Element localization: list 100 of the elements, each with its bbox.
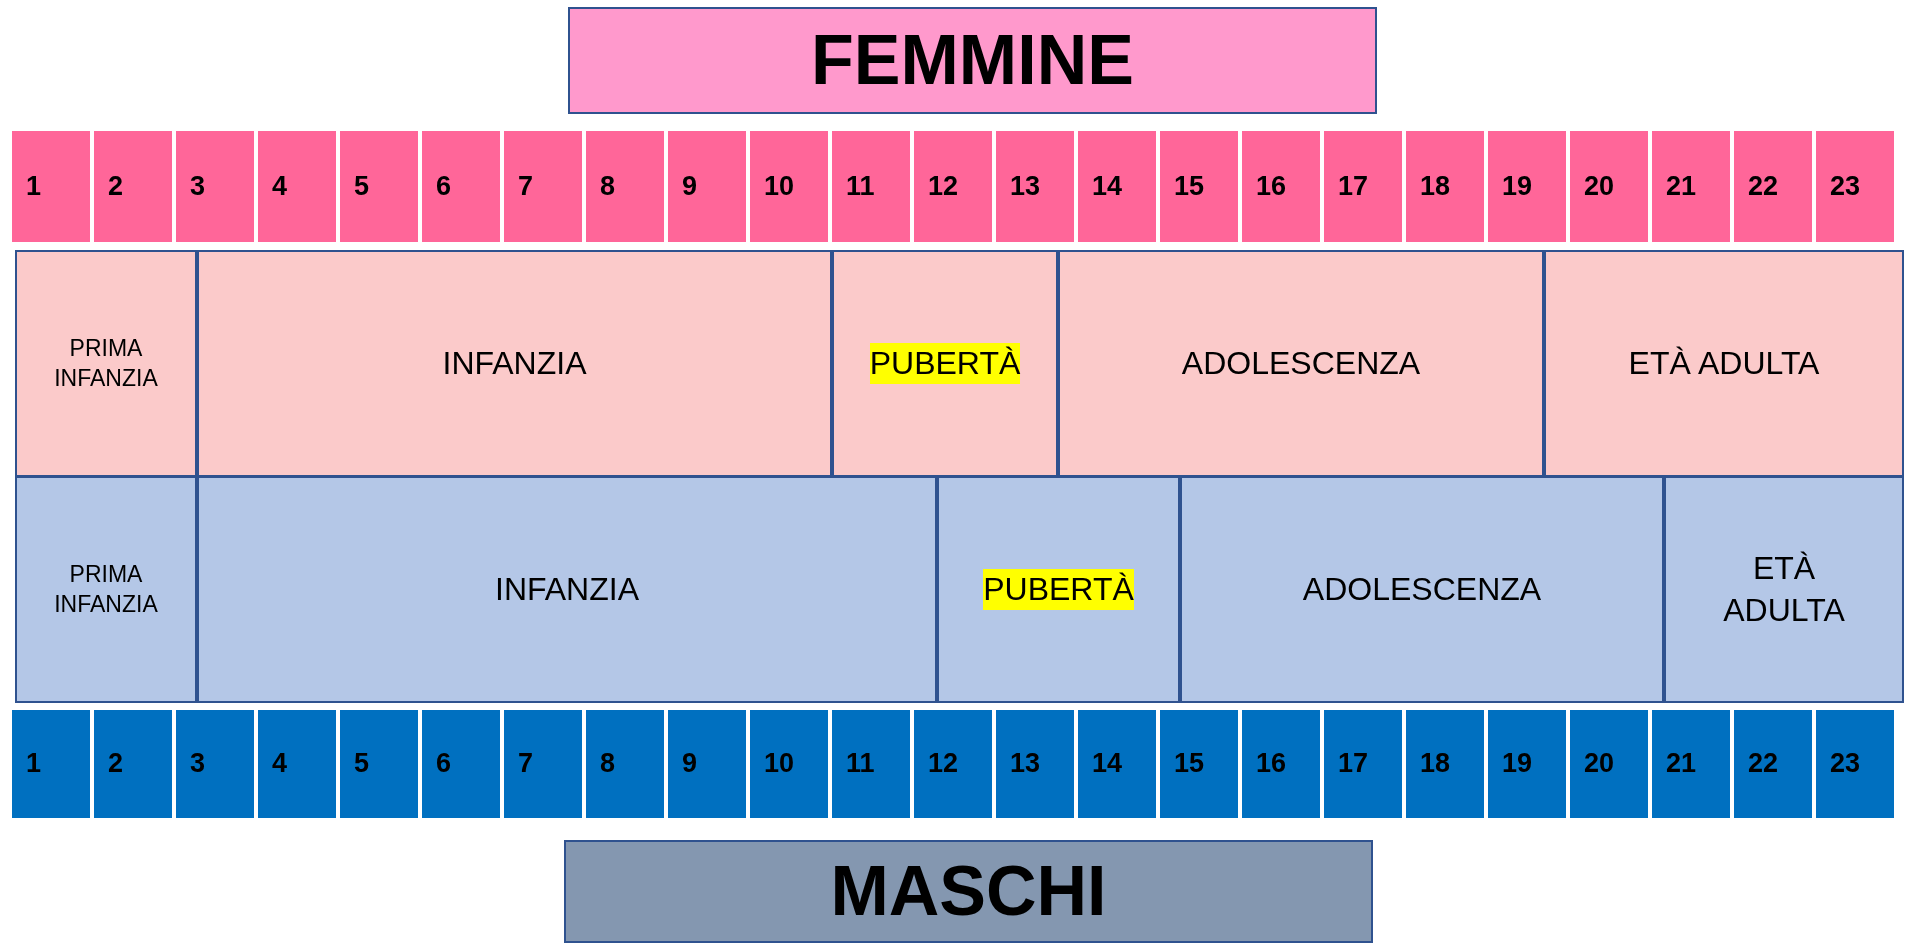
age-cell <box>338 129 420 244</box>
age-cell <box>748 129 830 244</box>
age-cell <box>1240 129 1322 244</box>
age-cell <box>1158 708 1240 820</box>
age-cell <box>830 708 912 820</box>
age-cell <box>1486 129 1568 244</box>
heading-box <box>568 7 1377 114</box>
age-number: 23 <box>1830 747 1861 781</box>
age-cell <box>10 708 92 820</box>
age-number: 19 <box>1502 747 1533 781</box>
age-number: 2 <box>108 169 124 203</box>
age-cell <box>584 708 666 820</box>
age-number: 21 <box>1666 169 1697 203</box>
age-cell <box>1486 708 1568 820</box>
age-number: 21 <box>1666 747 1697 781</box>
stage-label: ETÀ ADULTA <box>1628 343 1820 383</box>
stage-label: INFANZIA <box>495 569 639 609</box>
age-cell <box>502 708 584 820</box>
age-number: 19 <box>1502 169 1533 203</box>
stage-label: PRIMA INFANZIA <box>53 559 159 619</box>
age-number: 5 <box>354 169 370 203</box>
age-cell <box>1814 129 1896 244</box>
age-number: 3 <box>190 169 206 203</box>
age-cell <box>10 129 92 244</box>
stage-box <box>937 476 1180 703</box>
age-number: 22 <box>1748 169 1779 203</box>
age-cell <box>1158 129 1240 244</box>
age-number: 8 <box>600 747 616 781</box>
stage-box <box>197 250 832 477</box>
age-number: 14 <box>1092 169 1123 203</box>
age-number: 9 <box>682 169 698 203</box>
stage-box <box>1180 476 1664 703</box>
age-cell <box>1650 708 1732 820</box>
stage-box <box>15 250 197 477</box>
age-cell <box>1404 129 1486 244</box>
age-cell <box>1814 708 1896 820</box>
stage-box <box>1058 250 1544 477</box>
age-cell <box>1076 129 1158 244</box>
age-cell <box>666 708 748 820</box>
age-cell <box>1650 129 1732 244</box>
age-number: 15 <box>1174 169 1205 203</box>
age-number: 1 <box>26 169 42 203</box>
age-number: 12 <box>928 169 959 203</box>
age-number: 6 <box>436 747 452 781</box>
age-cell <box>830 129 912 244</box>
age-number: 22 <box>1748 747 1779 781</box>
age-cell <box>666 129 748 244</box>
highlighted-label: PUBERTÀ <box>869 342 1021 385</box>
age-number: 13 <box>1010 747 1041 781</box>
stage-label: PRIMA INFANZIA <box>53 333 159 393</box>
age-cell <box>994 708 1076 820</box>
age-number: 5 <box>354 747 370 781</box>
age-number: 14 <box>1092 747 1123 781</box>
age-number: 4 <box>272 747 288 781</box>
age-cell <box>174 708 256 820</box>
stage-label: INFANZIA <box>442 343 587 383</box>
heading-text: MASCHI <box>830 851 1107 932</box>
age-number: 16 <box>1256 169 1287 203</box>
age-number: 17 <box>1338 747 1369 781</box>
age-cell <box>420 708 502 820</box>
age-cell <box>1568 708 1650 820</box>
age-number: 8 <box>600 169 616 203</box>
age-number: 16 <box>1256 747 1287 781</box>
age-number: 12 <box>928 747 959 781</box>
age-cell <box>1322 708 1404 820</box>
age-cell <box>1568 129 1650 244</box>
stage-label: ADOLESCENZA <box>1181 343 1421 383</box>
age-cell <box>502 129 584 244</box>
heading-text: FEMMINE <box>811 20 1134 101</box>
age-number: 7 <box>518 747 534 781</box>
age-cell <box>1732 129 1814 244</box>
age-number: 4 <box>272 169 288 203</box>
age-number: 3 <box>190 747 206 781</box>
age-cell <box>256 129 338 244</box>
age-number: 6 <box>436 169 452 203</box>
age-number: 18 <box>1420 169 1451 203</box>
age-cell <box>994 129 1076 244</box>
age-number: 9 <box>682 747 698 781</box>
age-number: 11 <box>846 169 875 203</box>
stage-box <box>832 250 1058 477</box>
stage-label: ADOLESCENZA <box>1302 569 1542 609</box>
stage-label: ETÀ ADULTA <box>1722 548 1846 630</box>
age-cell <box>420 129 502 244</box>
age-number: 20 <box>1584 747 1615 781</box>
age-cell <box>1076 708 1158 820</box>
age-number: 11 <box>846 747 875 781</box>
age-number: 2 <box>108 747 124 781</box>
age-number: 1 <box>26 747 42 781</box>
age-number: 23 <box>1830 169 1861 203</box>
age-number: 20 <box>1584 169 1615 203</box>
stage-box <box>15 476 197 703</box>
age-cell <box>1240 708 1322 820</box>
age-cell <box>338 708 420 820</box>
age-cell <box>584 129 666 244</box>
stage-box <box>197 476 937 703</box>
age-number: 7 <box>518 169 534 203</box>
age-number: 15 <box>1174 747 1205 781</box>
age-cell <box>1404 708 1486 820</box>
age-cell <box>256 708 338 820</box>
age-number: 10 <box>764 169 795 203</box>
